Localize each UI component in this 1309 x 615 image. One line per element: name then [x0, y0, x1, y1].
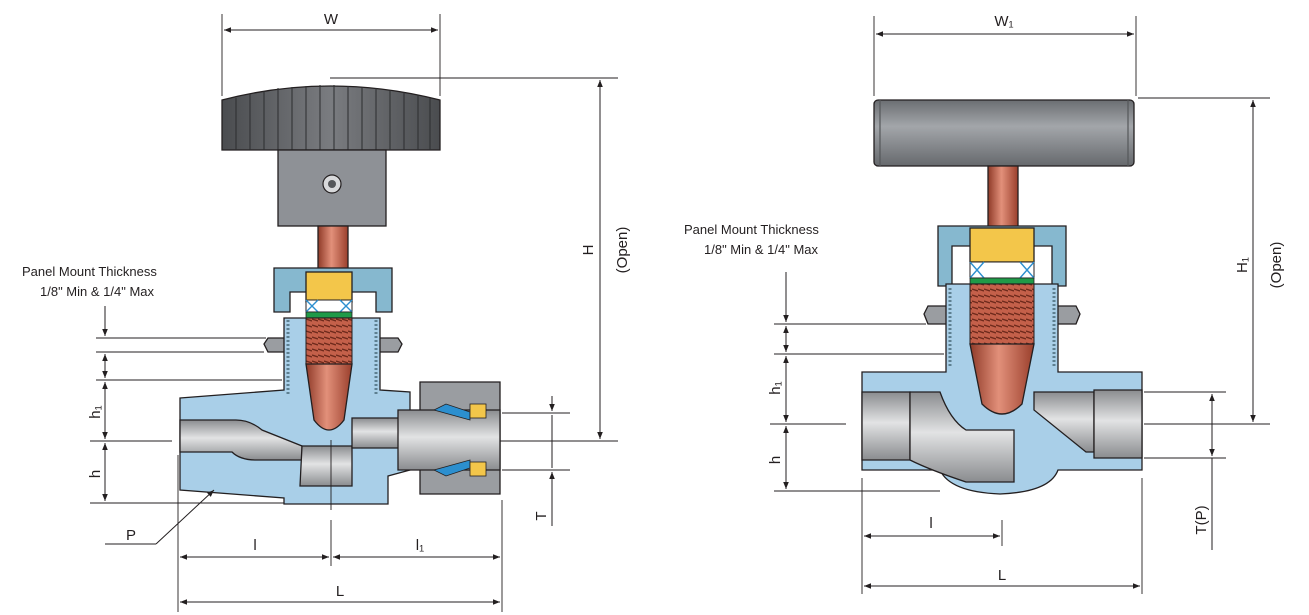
left-panel-note-line1: Panel Mount Thickness	[22, 264, 157, 279]
right-dim-h1-label: h₁	[767, 381, 784, 394]
left-needle-tip	[305, 363, 353, 431]
right-valve: W₁ H₁ (Open) Panel Mount Thickness 1/8" …	[684, 13, 1285, 594]
left-dim-H-label: H	[580, 245, 597, 256]
left-dim-h1-label: h₁	[87, 405, 104, 418]
left-dim-W-label: W	[324, 11, 339, 28]
left-knob	[221, 85, 441, 227]
left-dim-l-label: l	[253, 537, 256, 554]
left-panel-note-line2: 1/8" Min & 1/4" Max	[40, 284, 154, 299]
right-dim-open-label: (Open)	[1268, 242, 1285, 289]
right-dim-TP-label: T(P)	[1193, 505, 1210, 534]
right-dim-L-label: L	[998, 567, 1006, 584]
right-panel-note-line1: Panel Mount Thickness	[684, 222, 819, 237]
right-bar-handle	[873, 99, 1135, 167]
left-dim-P-label: P	[126, 527, 136, 544]
left-dim-L-label: L	[336, 583, 344, 600]
right-bonnet	[937, 225, 1067, 287]
right-dim-W1-label: W₁	[994, 13, 1013, 30]
left-tube-fitting	[397, 381, 501, 495]
right-panel-note-line2: 1/8" Min & 1/4" Max	[704, 242, 818, 257]
left-dim-open-label: (Open)	[614, 227, 631, 274]
left-dim-l1-label: l₁	[416, 537, 424, 554]
left-bonnet	[273, 267, 393, 319]
right-dim-H1-label: H₁	[1234, 257, 1251, 273]
left-valve: W H (Open) Panel Mount Thickness 1/8" Mi…	[22, 11, 631, 612]
right-dim-h-label: h	[767, 456, 784, 464]
left-dim-h-label: h	[87, 470, 104, 478]
right-dim-l-label: l	[929, 515, 932, 532]
right-needle-tip	[969, 343, 1035, 415]
left-dim-T-label: T	[533, 511, 550, 520]
